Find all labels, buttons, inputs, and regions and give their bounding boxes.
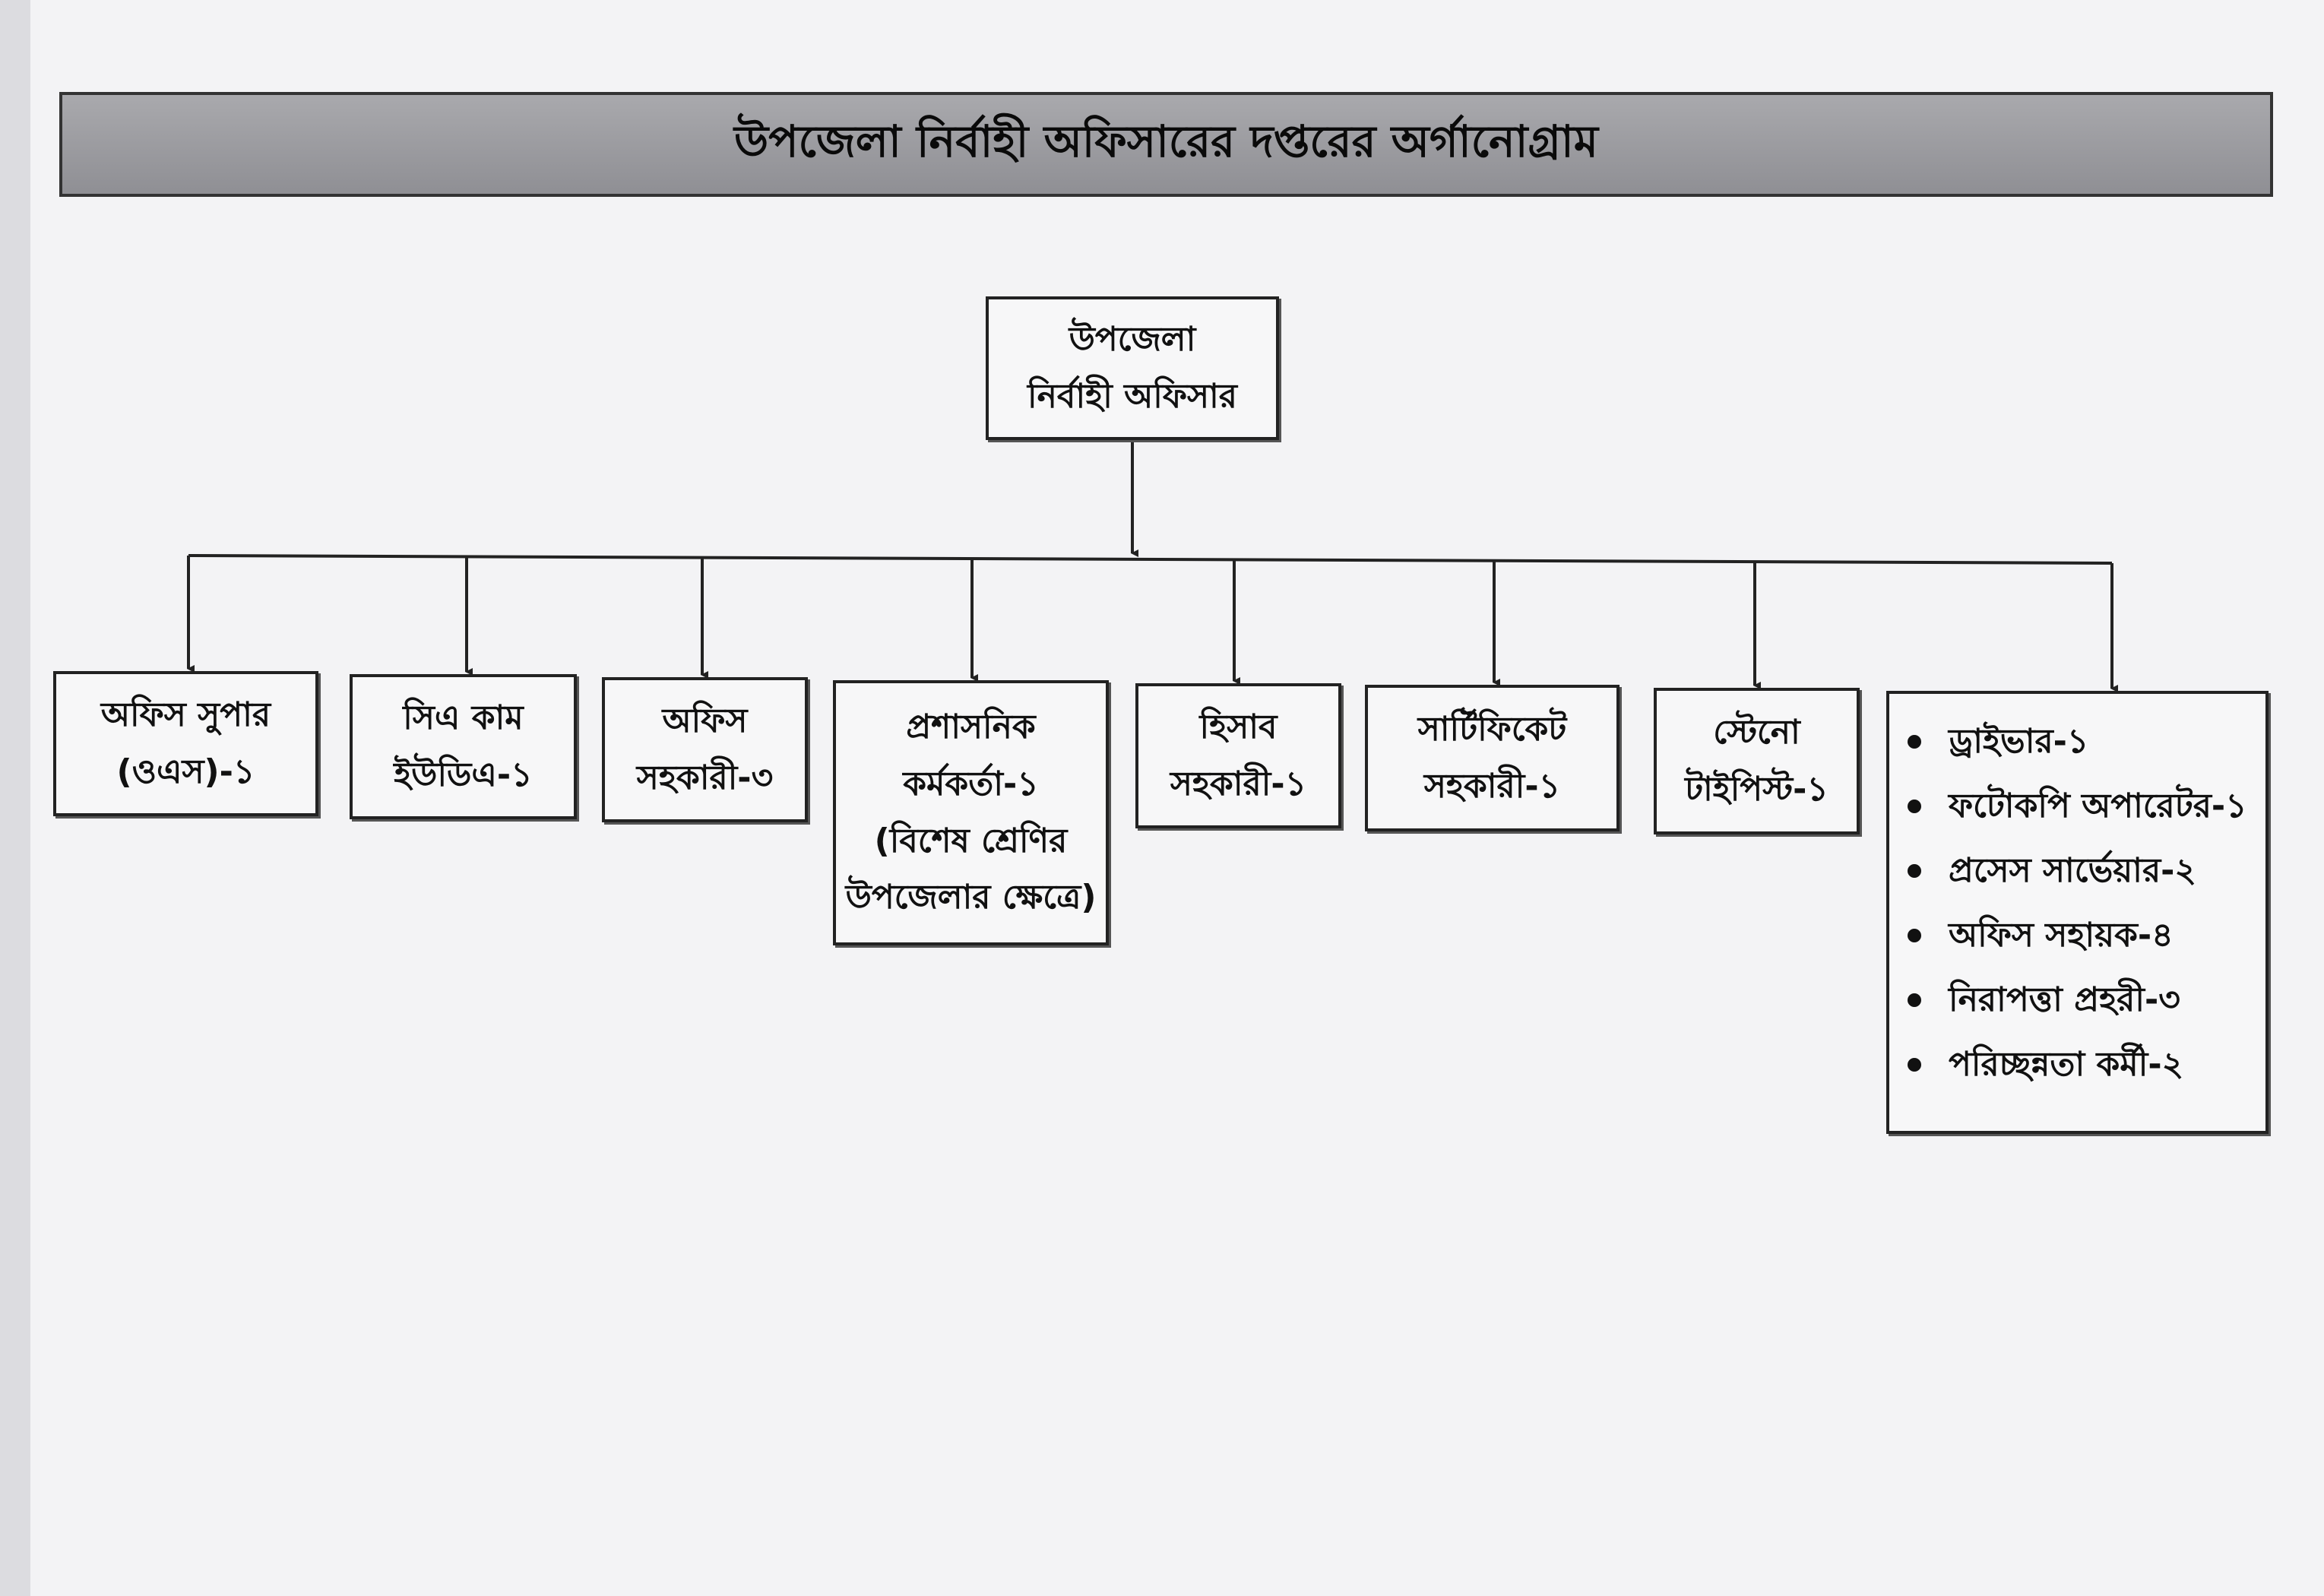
box-line: (ওএস)-১ xyxy=(116,752,255,791)
box-ca-cum-uda: সিএ কাম ইউডিএ-১ xyxy=(350,674,577,819)
support-staff-list: ড্রাইভার-১ ফটোকপি অপারেটর-১ প্রসেস সার্ভ… xyxy=(1908,709,2247,1097)
box-line: ইউডিএ-১ xyxy=(394,755,533,794)
box-line: উপজেলার ক্ষেত্রে) xyxy=(845,878,1097,917)
list-item-label: ড্রাইভার-১ xyxy=(1949,722,2089,761)
list-item: ফটোকপি অপারেটর-১ xyxy=(1908,774,2247,838)
list-item: ড্রাইভার-১ xyxy=(1908,709,2247,774)
bullet-icon xyxy=(1908,734,1921,749)
list-item: অফিস সহায়ক-৪ xyxy=(1908,903,2247,967)
box-certificate-assistant: সার্টিফিকেট সহকারী-১ xyxy=(1365,685,1620,831)
bullet-icon xyxy=(1908,1057,1921,1072)
box-line: সার্টিফিকেট xyxy=(1417,709,1567,749)
root-line-2: নির্বাহী অফিসার xyxy=(1027,376,1237,416)
box-office-superintendent: অফিস সুপার (ওএস)-১ xyxy=(53,671,318,816)
box-line: সহকারী-১ xyxy=(1170,764,1307,803)
box-line: (বিশেষ শ্রেণির xyxy=(874,821,1068,860)
list-item-label: প্রসেস সার্ভেয়ার-২ xyxy=(1949,851,2197,890)
list-item-label: পরিচ্ছন্নতা কর্মী-২ xyxy=(1949,1045,2184,1084)
box-line: অফিস xyxy=(662,701,748,740)
list-item-label: নিরাপত্তা প্রহরী-৩ xyxy=(1949,980,2180,1019)
list-item: পরিচ্ছন্নতা কর্মী-২ xyxy=(1908,1032,2247,1097)
page-title: উপজেলা নির্বাহী অফিসারের দপ্তরের অর্গানো… xyxy=(734,115,1598,167)
list-item: প্রসেস সার্ভেয়ার-২ xyxy=(1908,838,2247,903)
bullet-icon xyxy=(1908,799,1921,813)
box-line: সহকারী-৩ xyxy=(636,758,774,797)
horizontal-bus xyxy=(188,554,2113,565)
box-line: সহকারী-১ xyxy=(1423,766,1561,806)
box-line: কর্মকর্তা-১ xyxy=(903,764,1039,803)
root-box-uno: উপজেলা নির্বাহী অফিসার xyxy=(986,296,1279,440)
list-item-label: অফিস সহায়ক-৪ xyxy=(1949,916,2174,955)
box-line: সিএ কাম xyxy=(403,698,524,737)
box-line: হিসাব xyxy=(1199,707,1278,746)
box-line: অফিস সুপার xyxy=(100,695,271,734)
root-line-1: উপজেলা xyxy=(1069,319,1196,359)
box-steno-typist: স্টেনো টাইপিস্ট-১ xyxy=(1654,688,1860,834)
bullet-icon xyxy=(1908,928,1921,942)
page-edge xyxy=(0,0,30,1596)
list-item-label: ফটোকপি অপারেটর-১ xyxy=(1949,787,2247,825)
box-administrative-officer: প্রশাসনিক কর্মকর্তা-১ (বিশেষ শ্রেণির উপজ… xyxy=(833,680,1109,945)
list-item: নিরাপত্তা প্রহরী-৩ xyxy=(1908,967,2247,1032)
bullet-icon xyxy=(1908,993,1921,1007)
box-line: স্টেনো xyxy=(1713,712,1800,752)
box-line: প্রশাসনিক xyxy=(906,707,1036,746)
box-office-assistant: অফিস সহকারী-৩ xyxy=(602,677,808,822)
bullet-icon xyxy=(1908,863,1921,878)
box-line: টাইপিস্ট-১ xyxy=(1685,769,1828,809)
title-bar: উপজেলা নির্বাহী অফিসারের দপ্তরের অর্গানো… xyxy=(59,92,2273,197)
box-accounts-assistant: হিসাব সহকারী-১ xyxy=(1135,683,1341,828)
box-support-staff: ড্রাইভার-১ ফটোকপি অপারেটর-১ প্রসেস সার্ভ… xyxy=(1886,691,2269,1134)
